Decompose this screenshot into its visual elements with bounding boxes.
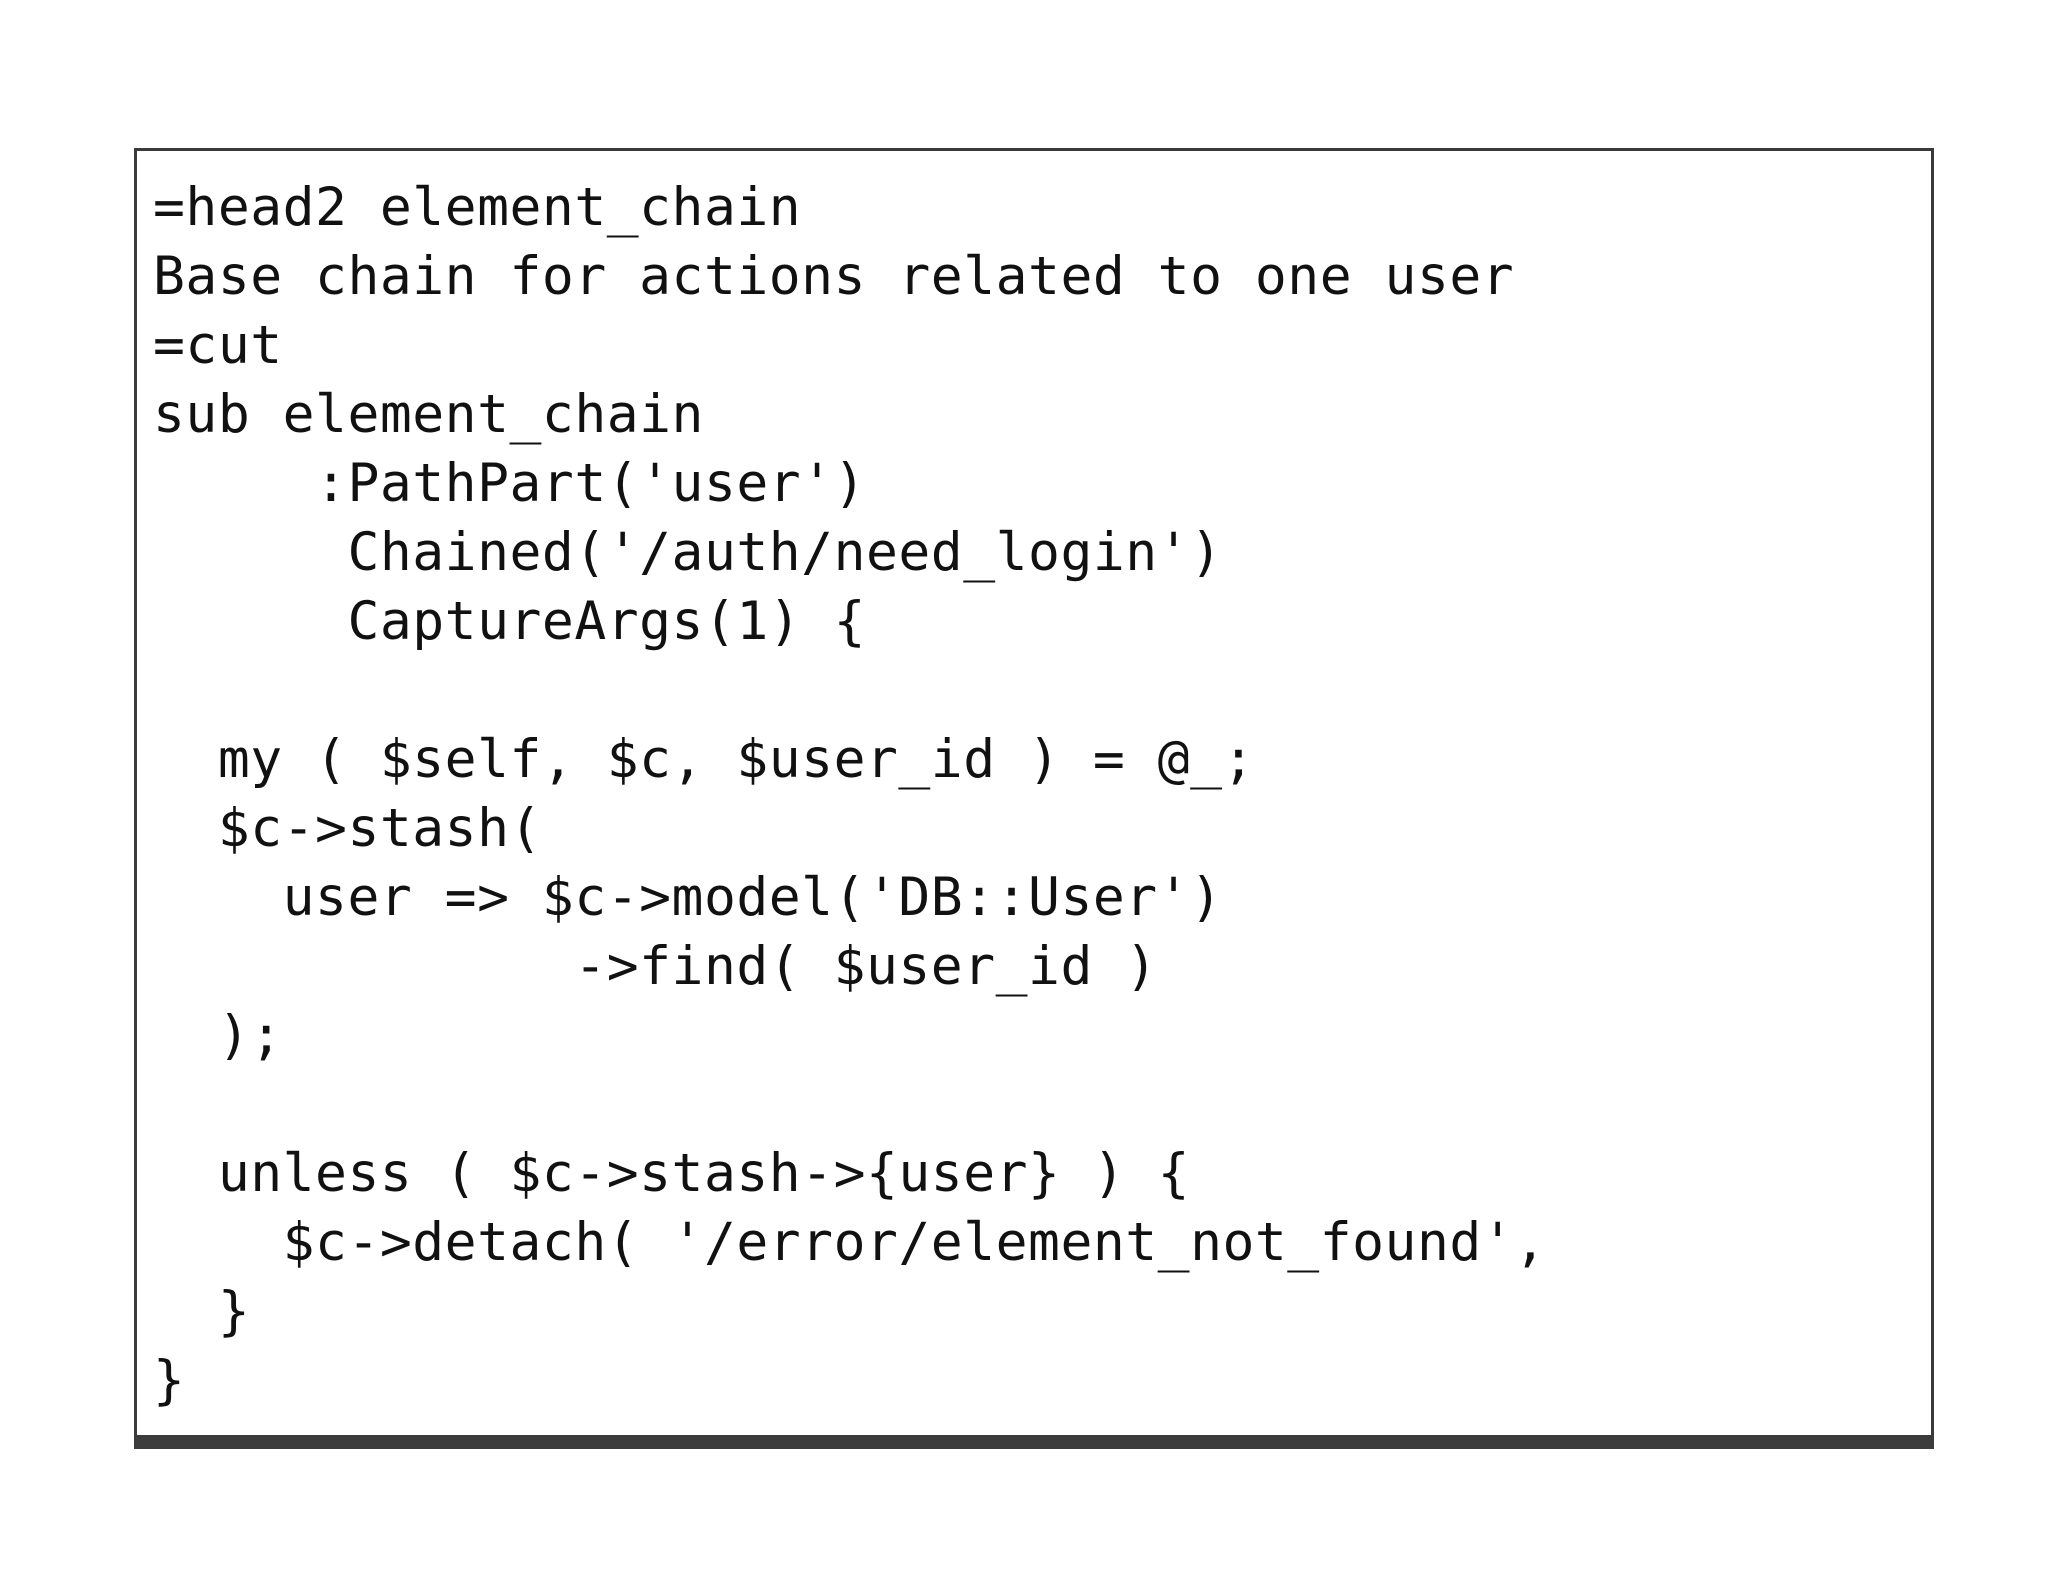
- code-line: $c->detach( '/error/element_not_found',: [153, 1212, 1547, 1273]
- code-line: my ( $self, $c, $user_id ) = @_;: [153, 729, 1255, 790]
- code-line: }: [153, 1281, 251, 1342]
- code-line: user => $c->model('DB::User'): [153, 867, 1223, 928]
- code-line: =head2 element_chain: [153, 177, 802, 238]
- code-line: =cut: [153, 315, 283, 376]
- code-line: );: [153, 1005, 283, 1066]
- code-line: Base chain for actions related to one us…: [153, 246, 1515, 307]
- code-line: $c->stash(: [153, 798, 542, 859]
- code-line: sub element_chain: [153, 384, 704, 445]
- code-line: }: [153, 1350, 186, 1411]
- code-line-blank: [153, 656, 1923, 725]
- code-line: CaptureArgs(1) {: [153, 591, 866, 652]
- code-line: :PathPart('user'): [153, 453, 866, 514]
- code-line-blank: [153, 1070, 1923, 1139]
- code-line: Chained('/auth/need_login'): [153, 522, 1223, 583]
- code-line: ->find( $user_id ): [153, 936, 1158, 997]
- code-line: unless ( $c->stash->{user} ) {: [153, 1143, 1191, 1204]
